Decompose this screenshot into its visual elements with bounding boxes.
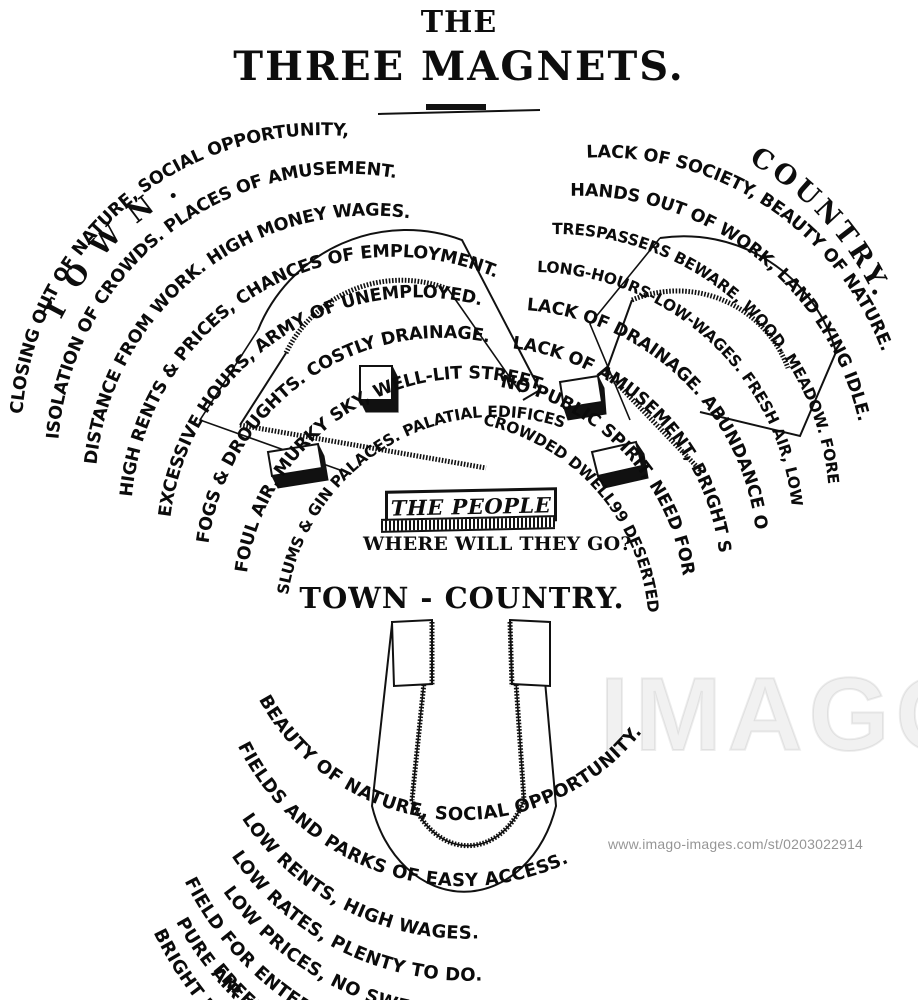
- title-line-2: THREE MAGNETS.: [233, 43, 684, 90]
- town-magnet-shape: [198, 229, 542, 489]
- town-magnet-pole-upper: [359, 365, 399, 413]
- country-magnet-pole-upper: [558, 374, 607, 421]
- country-magnet-label: COUNTRY.: [745, 141, 898, 304]
- the-people-plate: THE PEOPLE: [381, 487, 557, 533]
- title-rule: [377, 104, 541, 115]
- town-country-magnet-label: TOWN - COUNTRY.: [299, 581, 624, 615]
- town-country-magnet-shape: [370, 618, 558, 893]
- town-country-arc-0: BEAUTY OF NATURE, SOCIAL OPPORTUNITY.: [254, 691, 646, 825]
- country-magnet-pole-lower: [590, 440, 649, 489]
- title-line-1: THE: [421, 5, 498, 40]
- the-people-caption: WHERE WILL THEY GO?: [363, 533, 632, 555]
- country-magnet-label-text: COUNTRY.: [745, 141, 894, 304]
- town-magnet-pole-lower: [266, 442, 329, 489]
- country-magnet-shape: [558, 235, 838, 489]
